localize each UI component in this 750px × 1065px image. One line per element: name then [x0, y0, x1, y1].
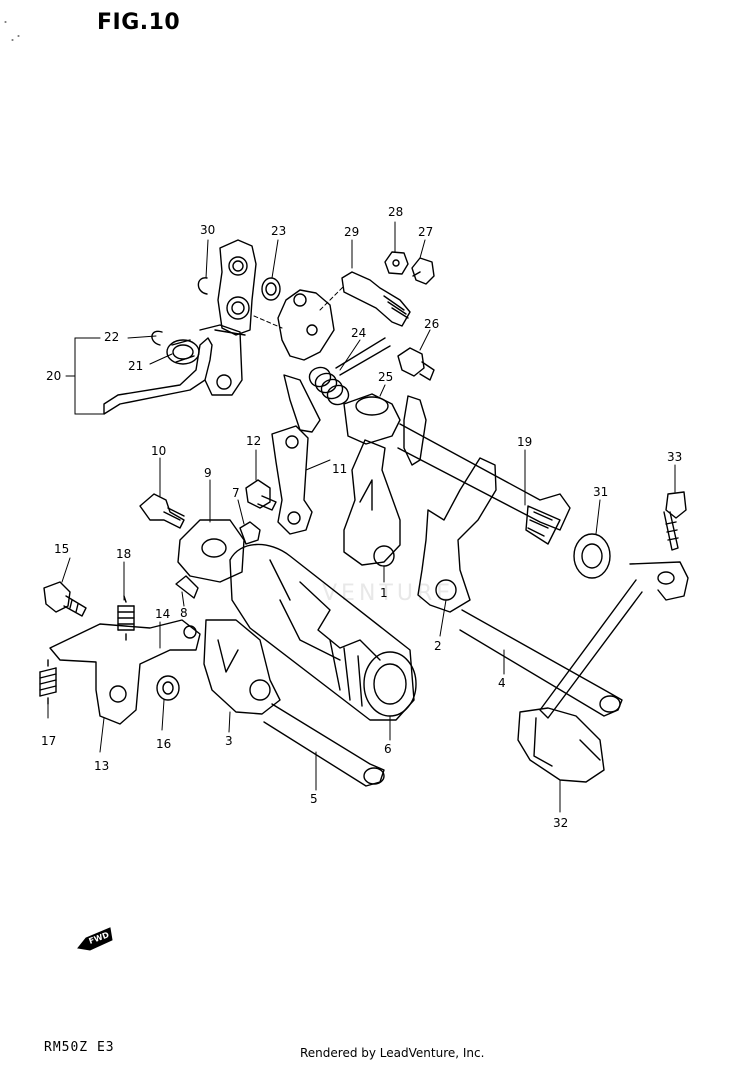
model-code: RM50Z E3 [44, 1040, 115, 1055]
callout-6: 6 [384, 742, 392, 756]
part-clip-30 [197, 277, 208, 295]
part-bolt-15 [43, 581, 87, 617]
part-shaft-25 [343, 393, 401, 445]
callout-26: 26 [424, 317, 439, 331]
callout-29: 29 [344, 225, 359, 239]
callout-30: 30 [200, 223, 215, 237]
part-fork-3 [203, 619, 281, 715]
part-clip-22 [151, 330, 163, 346]
callout-25: 25 [378, 370, 393, 384]
callout-18: 18 [116, 547, 131, 561]
callout-24: 24 [351, 326, 366, 340]
callout-11: 11 [332, 462, 347, 476]
part-gearshift-shaft [103, 324, 246, 415]
callout-23: 23 [271, 224, 286, 238]
part-lever-32 [517, 561, 689, 783]
callout-13: 13 [94, 759, 109, 773]
callout-numbers: 1 2 3 4 5 6 7 8 9 10 11 12 13 14 15 16 1… [41, 205, 682, 830]
callout-5: 5 [310, 792, 318, 806]
callout-22: 22 [104, 330, 119, 344]
callout-27: 27 [418, 225, 433, 239]
part-fork-1 [343, 395, 427, 567]
part-pin-7 [239, 521, 261, 545]
callout-15: 15 [54, 542, 69, 556]
part-washer-16 [156, 675, 180, 701]
part-washer-23 [261, 277, 281, 301]
callout-14: 14 [155, 607, 170, 621]
part-bolt-33 [663, 491, 687, 551]
part-pin-27 [411, 257, 435, 285]
callout-1: 1 [380, 586, 388, 600]
part-gearshift-plate [217, 239, 257, 336]
callout-9: 9 [204, 466, 212, 480]
callout-21: 21 [128, 359, 143, 373]
callout-3: 3 [225, 734, 233, 748]
part-spring-17 [39, 659, 57, 705]
callout-16: 16 [156, 737, 171, 751]
render-credit: Rendered by LeadVenture, Inc. [300, 1046, 485, 1060]
part-bearing-31 [573, 533, 611, 579]
part-cam-stopper-13 [49, 619, 201, 725]
forward-arrow: FWD [77, 927, 113, 951]
callout-32: 32 [553, 816, 568, 830]
callout-12: 12 [246, 434, 261, 448]
callout-31: 31 [593, 485, 608, 499]
watermark: VENTURE [322, 581, 454, 606]
part-plate-11 [271, 425, 313, 535]
callout-4: 4 [498, 676, 506, 690]
part-fork-shaft-4 [459, 609, 623, 717]
callout-28: 28 [388, 205, 403, 219]
callout-8: 8 [180, 606, 188, 620]
callout-7: 7 [232, 486, 240, 500]
part-stopper-9 [177, 519, 245, 583]
part-fork-shaft-19 [397, 423, 571, 545]
callout-17: 17 [41, 734, 56, 748]
callout-33: 33 [667, 450, 682, 464]
part-spring-21 [166, 339, 200, 365]
callout-19: 19 [517, 435, 532, 449]
part-screw-12 [245, 479, 277, 511]
part-bolt-29 [341, 271, 411, 327]
part-screw-10 [139, 493, 185, 529]
figure-title: FIG.10 [97, 10, 181, 35]
part-fork-shaft-5 [263, 703, 385, 787]
part-nut-28 [384, 251, 409, 275]
part-cam-drum-6 [229, 543, 417, 721]
part-bolt-26 [397, 347, 435, 381]
callout-2: 2 [434, 639, 442, 653]
callout-20: 20 [46, 369, 61, 383]
scan-specks [4, 21, 20, 41]
leader-lines [47, 221, 676, 813]
part-pin-8 [175, 575, 199, 599]
part-arm-29 [277, 289, 335, 433]
part-spring-18 [117, 595, 135, 641]
callout-10: 10 [151, 444, 166, 458]
